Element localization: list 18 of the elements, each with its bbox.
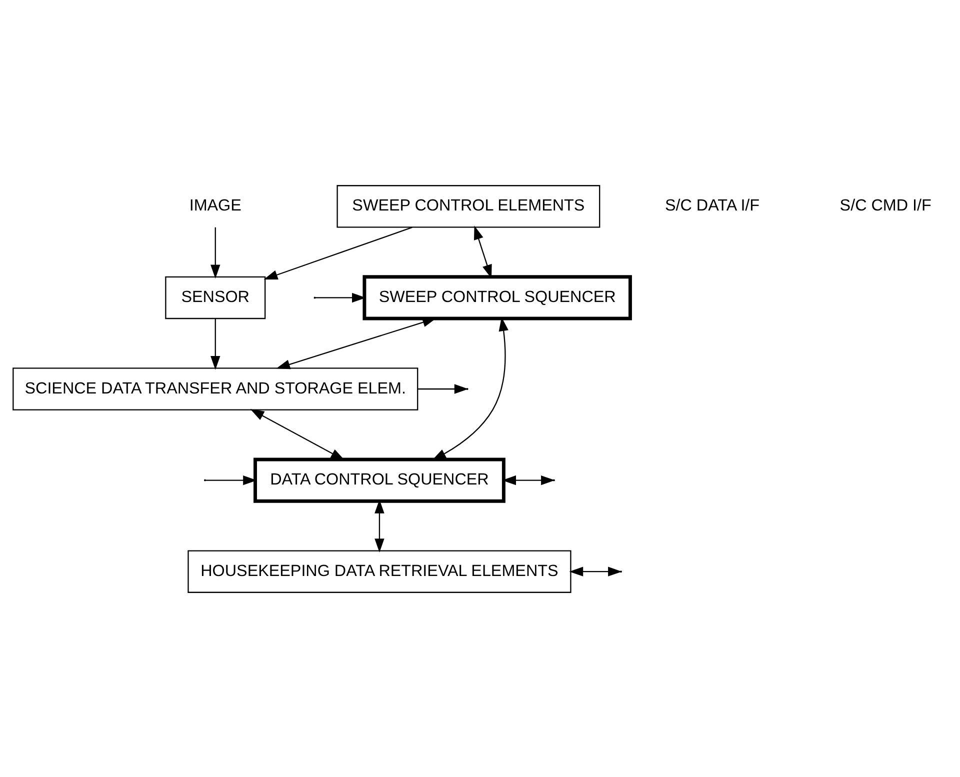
node-box: DATA CONTROL SQUENCER	[254, 457, 506, 502]
arrow	[569, 566, 622, 576]
label: S/C CMD I/F	[840, 196, 932, 214]
node-box: HOUSEKEEPING DATA RETRIEVAL ELEMENTS	[188, 550, 572, 592]
arrow	[210, 226, 220, 278]
node-box: SENSOR	[165, 276, 266, 319]
arrow	[264, 226, 412, 280]
node-text: IMAGE	[189, 196, 242, 214]
arrow	[315, 292, 366, 302]
node-box: SCIENCE DATA TRANSFER AND STORAGE ELEM.	[12, 367, 418, 410]
node-box: SWEEP CONTROL SQUENCER	[362, 274, 632, 320]
label: S/C DATA I/F	[664, 196, 760, 214]
arrow	[474, 225, 492, 278]
arrow	[418, 384, 468, 394]
arrow	[276, 317, 436, 369]
arrow	[210, 318, 220, 370]
arrow	[250, 408, 345, 460]
node-box: SWEEP CONTROL ELEMENTS	[336, 184, 600, 228]
